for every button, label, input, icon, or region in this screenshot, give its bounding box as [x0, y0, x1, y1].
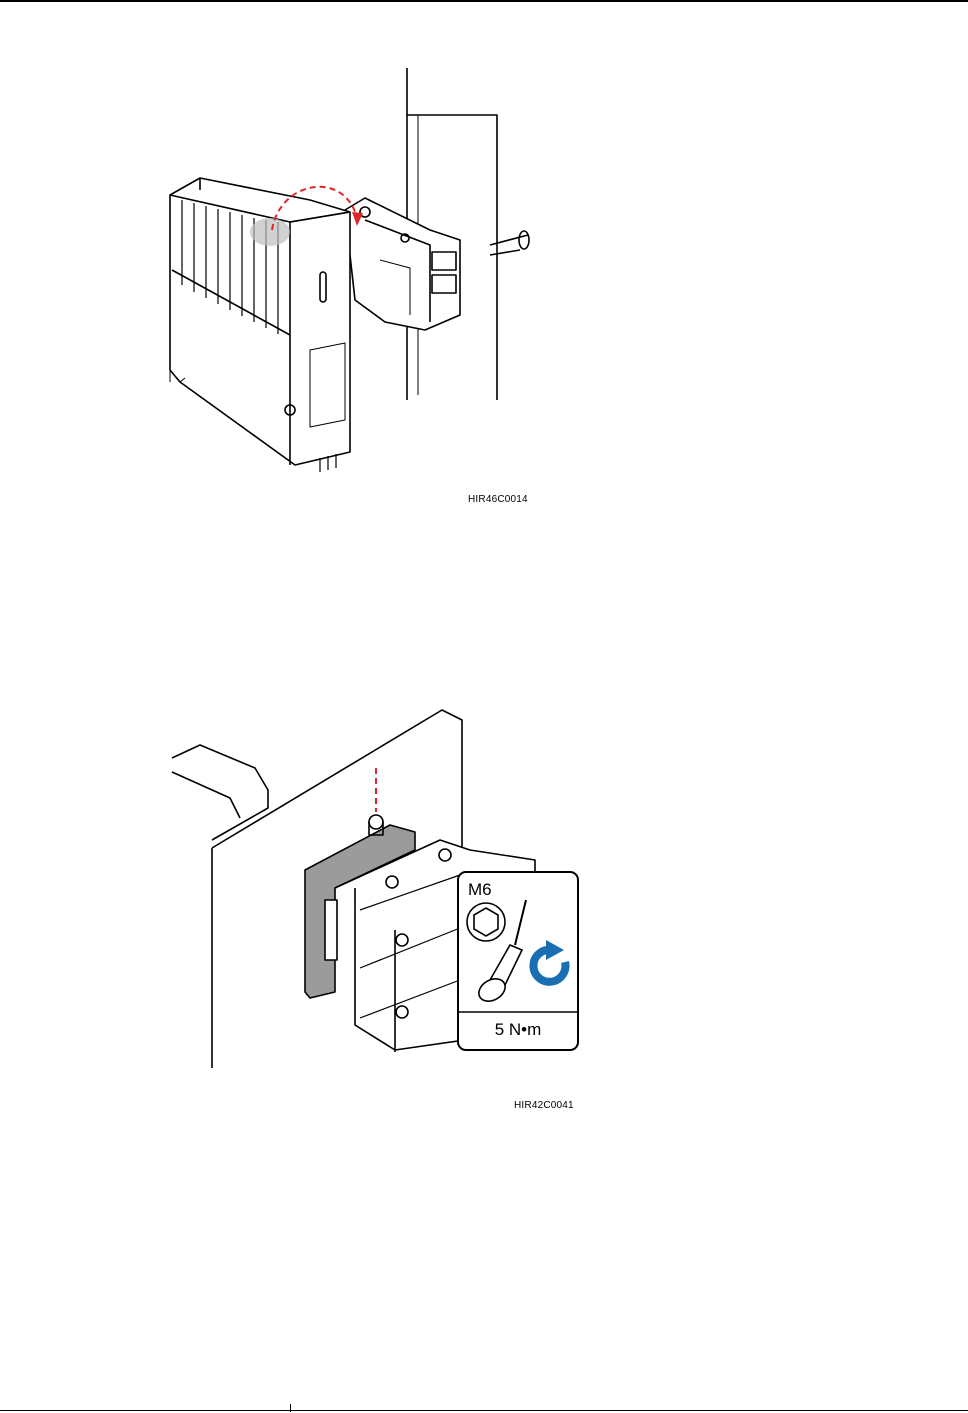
torque-label: 5 N•m: [458, 1020, 578, 1040]
inverter-illustration: [160, 60, 540, 480]
figure-code: HIR46C0014: [468, 494, 528, 505]
footer-divider-tick: [290, 1404, 291, 1412]
bolt-size-label: M6: [468, 880, 492, 900]
figure-mount-inverter: [160, 60, 540, 480]
header-rule: [0, 0, 968, 2]
footer-rule: [0, 1410, 968, 1411]
figure-tighten-screw: M6 5 N•m: [160, 700, 590, 1080]
figure-code: HIR42C0041: [514, 1100, 574, 1111]
